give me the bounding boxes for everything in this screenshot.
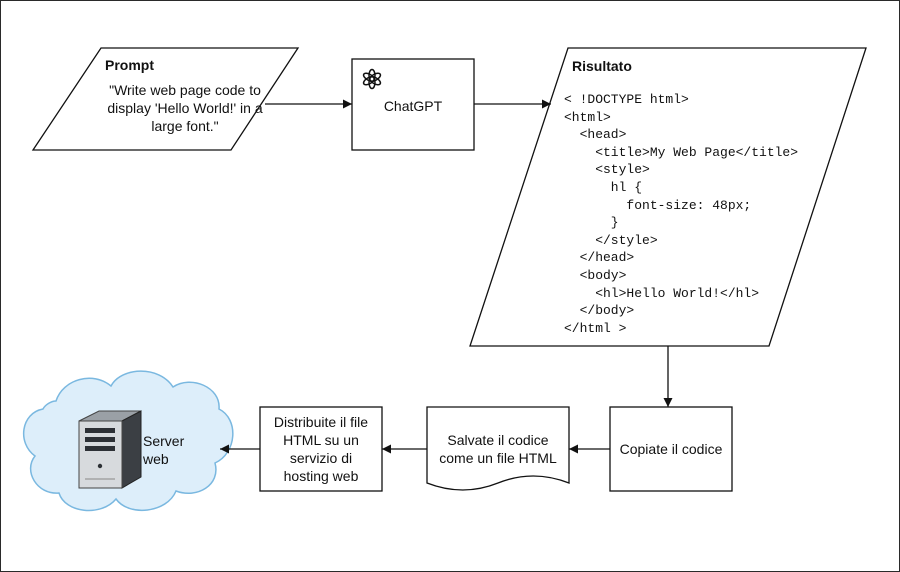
- prompt-text: "Write web page code to display 'Hello W…: [85, 81, 285, 135]
- code-line: </head>: [564, 250, 635, 266]
- prompt-title: Prompt: [105, 57, 154, 73]
- prompt-parallelogram: [31, 47, 300, 151]
- chatgpt-label: ChatGPT: [383, 98, 443, 114]
- deploy-step-line: HTML su un: [283, 432, 359, 448]
- save-step-line: Salvate il codice: [447, 432, 549, 448]
- prompt-text-line: large font.": [151, 118, 219, 134]
- server-label: Server web: [143, 432, 184, 468]
- code-line: <hl>Hello World!</hl>: [564, 285, 760, 301]
- save-step-document: [426, 406, 570, 491]
- code-line: }: [564, 215, 619, 231]
- deploy-step-line: hosting web: [283, 468, 359, 484]
- code-line: <style>: [564, 162, 650, 178]
- code-line: </html >: [564, 320, 627, 336]
- prompt-text-line: display 'Hello World!' in a: [107, 100, 263, 116]
- server-label-line: Server: [143, 433, 185, 449]
- result-code-block: < !DOCTYPE html> <html> <head> <title>My…: [564, 91, 824, 341]
- save-step-label: Salvate il codice come un file HTML: [427, 431, 569, 467]
- prompt-text-line: "Write web page code to: [109, 82, 261, 98]
- code-line: </body>: [564, 303, 635, 319]
- deploy-step-box: [259, 406, 383, 492]
- chatgpt-box: [351, 58, 475, 151]
- server-tower-icon: [78, 410, 142, 489]
- code-line: hl {: [564, 180, 643, 195]
- copy-step-label: Copiate il codice: [619, 441, 723, 457]
- result-parallelogram: [469, 47, 867, 347]
- server-label-line: web: [143, 451, 169, 467]
- deploy-step-label: Distribuite il file HTML su un servizio …: [260, 413, 382, 485]
- code-line: <body>: [564, 268, 627, 283]
- result-title: Risultato: [572, 58, 632, 74]
- copy-step-box: [609, 406, 733, 492]
- code-line: < !DOCTYPE html>: [564, 92, 689, 107]
- deploy-step-line: servizio di: [289, 450, 353, 466]
- deploy-step-line: Distribuite il file: [273, 414, 369, 430]
- save-step-line: come un file HTML: [439, 450, 557, 466]
- code-line: <html>: [564, 109, 611, 125]
- openai-logo-icon: [362, 68, 382, 90]
- code-line: font-size: 48px;: [564, 197, 752, 213]
- code-line: <title>My Web Page</title>: [564, 144, 799, 160]
- code-line: </style>: [564, 232, 658, 248]
- code-line: <head>: [564, 127, 627, 143]
